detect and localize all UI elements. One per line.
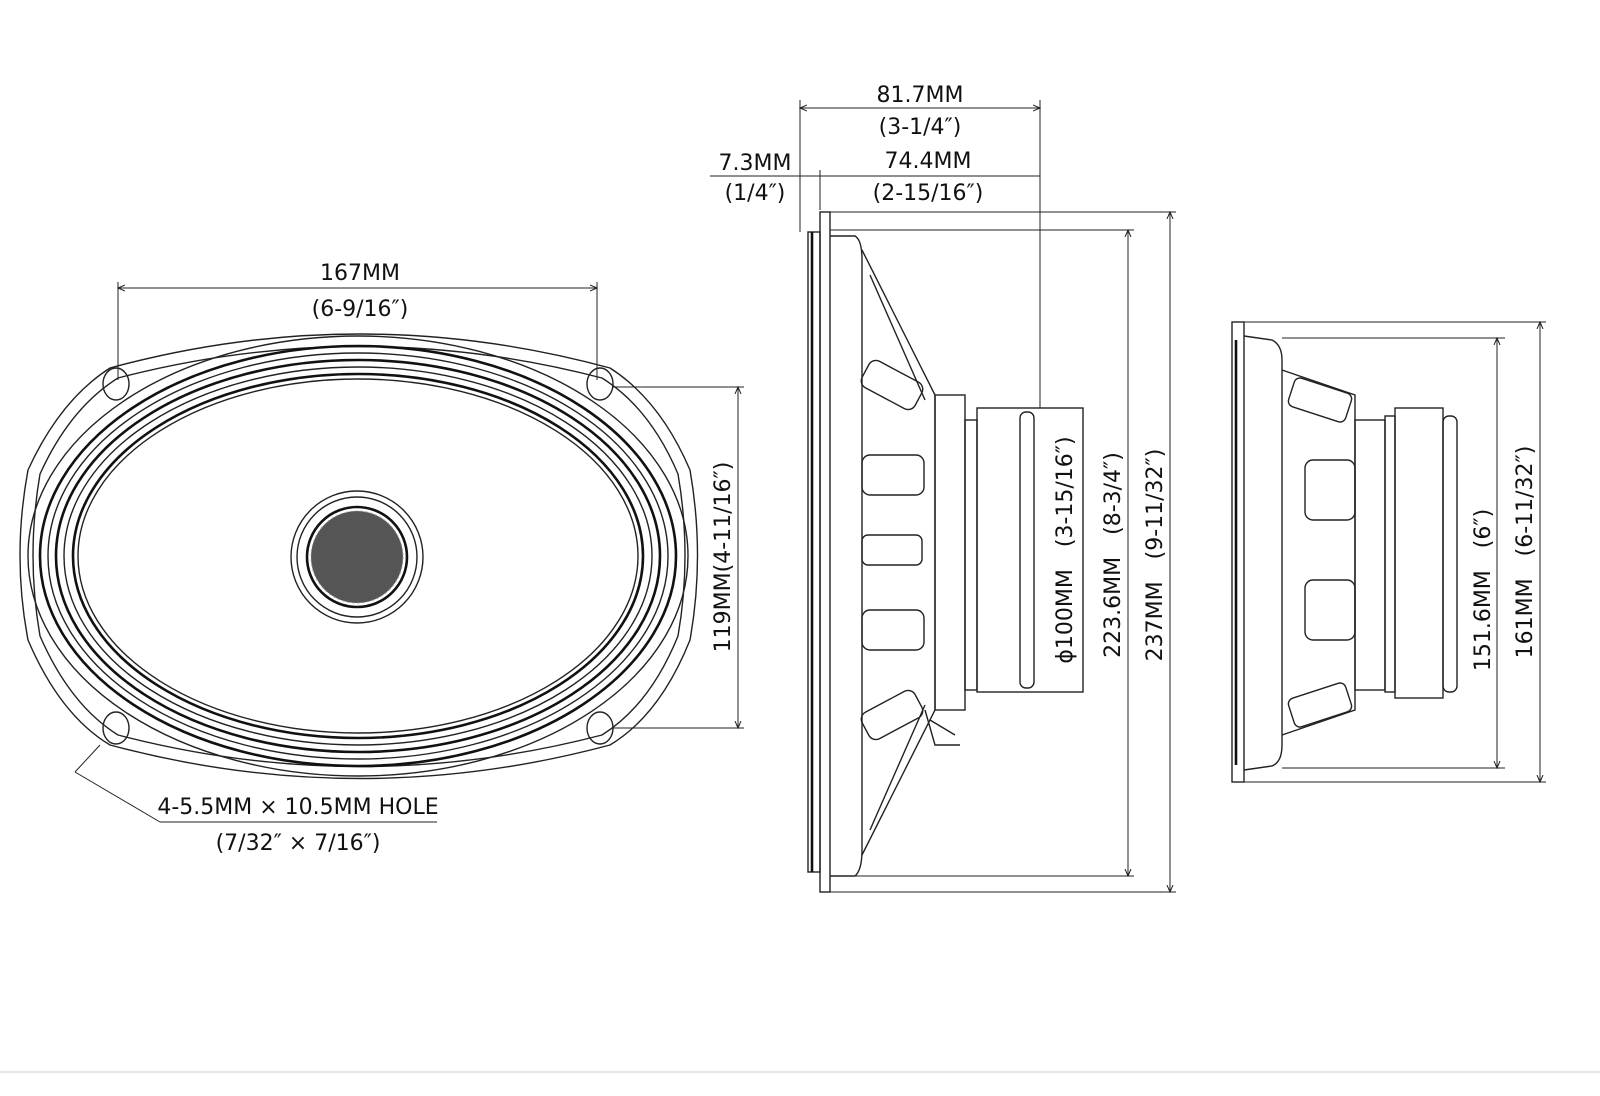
depth-total-in: (3-1/4″) <box>879 115 962 140</box>
depth-total-mm: 81.7MM <box>877 83 964 108</box>
flange-in: (1/4″) <box>725 181 786 206</box>
end-cutout-label: 151.6MM (6″) <box>1471 509 1496 671</box>
frame-outline <box>19 333 699 780</box>
basket-ribs <box>860 359 925 741</box>
depth-mount-mm: 74.4MM <box>885 149 972 174</box>
side-view: 81.7MM (3-1/4″) 7.3MM (1/4″) 74.4MM (2-1… <box>710 83 1176 892</box>
hole-size-mm: 4-5.5MM × 10.5MM HOLE <box>157 795 438 820</box>
front-width-in: (6-9/16″) <box>312 297 409 322</box>
hole-size-in: (7/32″ × 7/16″) <box>216 831 381 856</box>
end-view: 151.6MM (6″) 161MM (6-11/32″) <box>1231 322 1546 782</box>
magnet-diameter-label: ϕ100MM (3-15/16″) <box>1053 436 1078 663</box>
flange-mm: 7.3MM <box>719 151 792 176</box>
tweeter <box>290 490 424 624</box>
front-view: 167MM (6-9/16″) 119MM(4-11/16″) 4-5.5MM … <box>19 261 744 856</box>
side-cutout-label: 223.6MM (8-3/4″) <box>1101 452 1126 658</box>
side-overall-label: 237MM (9-11/32″) <box>1143 449 1168 662</box>
end-overall-label: 161MM (6-11/32″) <box>1513 446 1538 659</box>
front-width-mm: 167MM <box>320 261 400 286</box>
front-height-label: 119MM(4-11/16″) <box>711 462 736 653</box>
depth-mount-in: (2-15/16″) <box>873 181 984 206</box>
